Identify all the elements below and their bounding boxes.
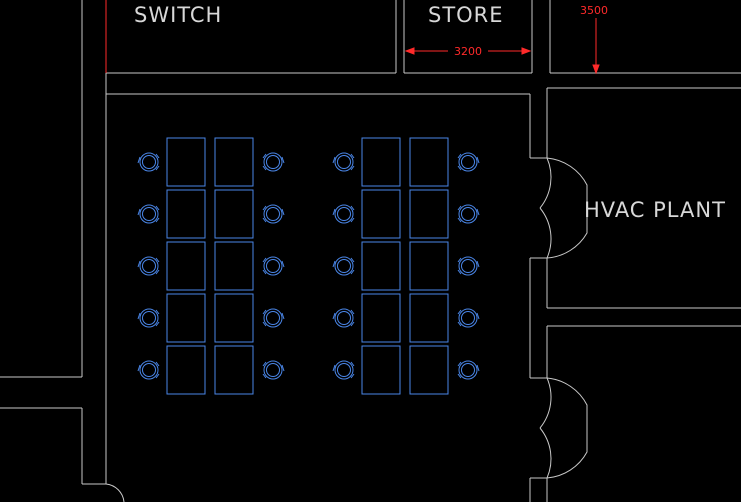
- chair-right: [457, 360, 480, 380]
- door-swing-b-upper: [539, 377, 552, 429]
- dim-arrow-left: [404, 47, 415, 55]
- door-swing-bottom: [105, 483, 125, 502]
- desk: [214, 189, 254, 239]
- desk: [166, 137, 206, 187]
- room-label-hvac: HVAC PLANT: [584, 198, 726, 222]
- desk: [214, 293, 254, 343]
- desk: [409, 137, 449, 187]
- chair-right: [457, 256, 480, 276]
- desk: [166, 293, 206, 343]
- desk: [214, 241, 254, 291]
- room-label-store: STORE: [428, 3, 504, 27]
- desk: [361, 137, 401, 187]
- chair-left: [332, 308, 355, 328]
- chair-right: [457, 204, 480, 224]
- door-swing-a-lower: [539, 207, 552, 259]
- door-leaf-b: [546, 377, 588, 479]
- chair-left: [137, 204, 160, 224]
- chair-left: [332, 360, 355, 380]
- desk: [166, 189, 206, 239]
- chair-right: [262, 204, 285, 224]
- chair-right: [262, 308, 285, 328]
- desk: [166, 345, 206, 395]
- dim-arrow-right: [521, 47, 532, 55]
- chair-left: [137, 152, 160, 172]
- desk: [361, 293, 401, 343]
- desk: [409, 241, 449, 291]
- chair-right: [262, 360, 285, 380]
- chair-left: [137, 360, 160, 380]
- dimension-lines: [105, 0, 600, 75]
- desk: [361, 345, 401, 395]
- chair-left: [137, 256, 160, 276]
- door-swing-b-lower: [539, 427, 552, 479]
- furniture-layout: [137, 137, 480, 395]
- desk: [214, 345, 254, 395]
- desk: [409, 189, 449, 239]
- desk: [409, 345, 449, 395]
- desk: [409, 293, 449, 343]
- chair-left: [332, 256, 355, 276]
- chair-right: [262, 152, 285, 172]
- desk: [214, 137, 254, 187]
- chair-right: [262, 256, 285, 276]
- dimension-right-height: 3500: [580, 4, 608, 17]
- desk: [361, 241, 401, 291]
- door-swing-a-upper: [539, 157, 552, 209]
- desk: [361, 189, 401, 239]
- desk: [166, 241, 206, 291]
- door-leaf-a: [546, 157, 588, 259]
- dimension-store-width: 3200: [454, 45, 482, 58]
- chair-left: [332, 204, 355, 224]
- chair-right: [457, 308, 480, 328]
- chair-left: [137, 308, 160, 328]
- chair-right: [457, 152, 480, 172]
- chair-left: [332, 152, 355, 172]
- room-label-switch: SWITCH: [134, 3, 222, 27]
- dim-arrow-down: [592, 64, 600, 75]
